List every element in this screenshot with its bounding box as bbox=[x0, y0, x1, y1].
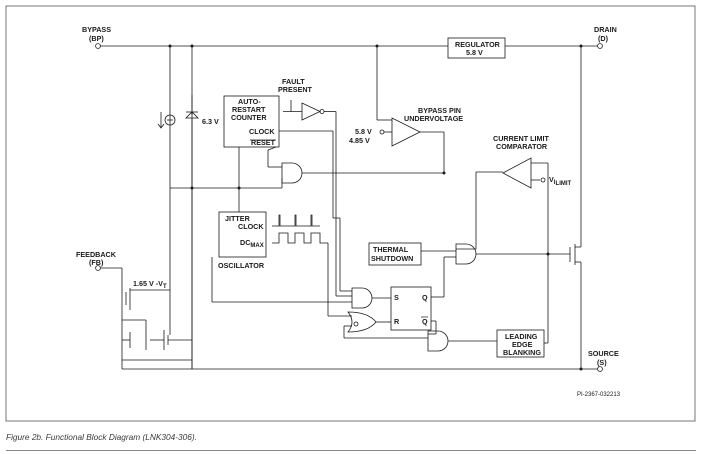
bypass-uv-label-1: BYPASS PIN bbox=[418, 106, 461, 115]
figure-caption: Figure 2b. Functional Block Diagram (LNK… bbox=[6, 432, 197, 442]
drain-pin-abbr: (D) bbox=[598, 34, 609, 43]
leb-label-2: EDGE bbox=[512, 340, 533, 349]
oscillator-dc: DCMAX bbox=[240, 238, 264, 249]
source-pin-name: SOURCE bbox=[588, 349, 619, 358]
drain-pin bbox=[597, 43, 603, 49]
leading-edge-blanking bbox=[496, 329, 545, 358]
bypass-uv-label-2: UNDERVOLTAGE bbox=[404, 114, 463, 123]
diagram-border bbox=[5, 5, 696, 422]
leb-label-3: BLANKING bbox=[503, 348, 541, 357]
bypass-pin bbox=[95, 43, 101, 49]
bypass-pin-abbr: (BP) bbox=[89, 34, 104, 43]
leb-label-1: LEADING bbox=[505, 332, 538, 341]
bottom-divider bbox=[6, 450, 696, 451]
fault-label-2: PRESENT bbox=[278, 85, 313, 94]
flipflop-s: S bbox=[394, 293, 399, 302]
part-id: PI-2367-032213 bbox=[577, 392, 621, 398]
regulator-voltage: 5.8 V bbox=[466, 48, 483, 57]
fault-label-1: FAULT bbox=[282, 77, 305, 86]
leb-and-gate bbox=[427, 330, 449, 352]
bypass-pin-name: BYPASS bbox=[82, 25, 111, 34]
vilimit-label: VILIMIT bbox=[549, 175, 572, 187]
auto-restart-line3: COUNTER bbox=[231, 113, 267, 122]
flipflop-qbar: Q bbox=[422, 317, 428, 326]
regulator-block bbox=[447, 37, 506, 59]
feedback-pin-name: FEEDBACK bbox=[76, 250, 117, 259]
oscillator-line1: JITTER bbox=[225, 214, 251, 223]
restart-and-gate bbox=[281, 162, 303, 184]
oscillator-line2: CLOCK bbox=[238, 222, 264, 231]
zener-voltage: 6.3 V bbox=[202, 117, 219, 126]
flipflop-r: R bbox=[394, 317, 400, 326]
fb-ref-label: 1.65 V -VT bbox=[133, 279, 167, 290]
bypass-uv-v2: 4.85 V bbox=[349, 136, 370, 145]
regulator-label: REGULATOR bbox=[455, 40, 501, 49]
source-pin bbox=[597, 366, 603, 372]
flipflop-q: Q bbox=[422, 293, 428, 302]
current-limit-label-1: CURRENT LIMIT bbox=[493, 134, 550, 143]
fault-inverter bbox=[301, 102, 321, 121]
auto-restart-reset: RESET bbox=[251, 138, 276, 147]
feedback-pin bbox=[95, 265, 101, 271]
drain-pin-name: DRAIN bbox=[594, 25, 617, 34]
auto-restart-line2: RESTART bbox=[232, 105, 266, 114]
auto-restart-clock: CLOCK bbox=[249, 127, 275, 136]
vilimit-node bbox=[540, 177, 546, 183]
set-and-gate bbox=[351, 287, 373, 309]
current-source bbox=[164, 114, 176, 126]
auto-restart-line1: AUTO- bbox=[238, 97, 261, 106]
feedback-pin-abbr: (FB) bbox=[89, 258, 104, 267]
thermal-label-2: SHUTDOWN bbox=[371, 254, 413, 263]
current-limit-label-2: COMPARATOR bbox=[496, 142, 548, 151]
reset-or-gate bbox=[347, 311, 377, 333]
current-limit-comparator bbox=[502, 157, 532, 189]
bypass-uv-v1: 5.8 V bbox=[355, 127, 372, 136]
drive-and-gate bbox=[455, 243, 477, 265]
thermal-shutdown-block bbox=[368, 242, 422, 266]
auto-restart-counter bbox=[223, 95, 280, 148]
source-pin-abbr: (S) bbox=[597, 358, 607, 367]
thermal-label-1: THERMAL bbox=[373, 245, 409, 254]
uv-ref-node bbox=[379, 129, 385, 135]
oscillator-block bbox=[218, 211, 267, 258]
oscillator-name: OSCILLATOR bbox=[218, 261, 265, 270]
sr-flipflop bbox=[390, 286, 432, 331]
